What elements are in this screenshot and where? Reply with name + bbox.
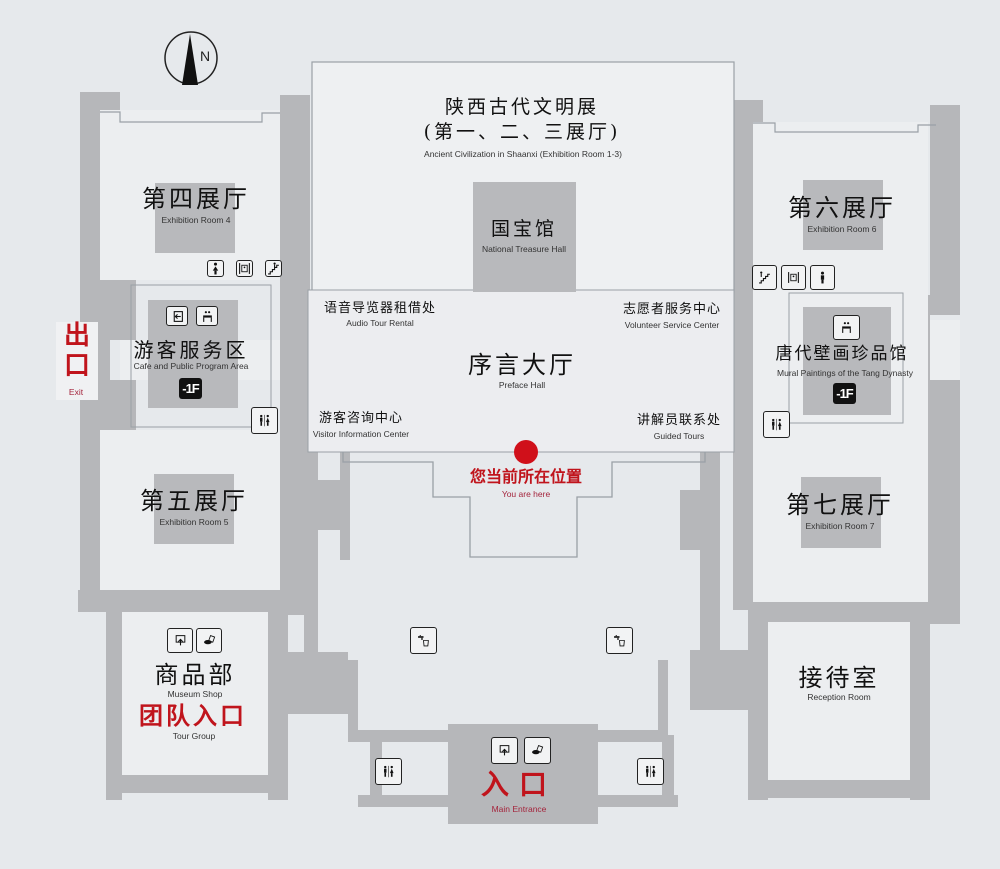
tour-group-en: Tour Group — [172, 731, 216, 741]
shop-en: Museum Shop — [167, 689, 223, 699]
floor-b1-badge: -1F — [179, 378, 202, 399]
drinking-water-icon — [606, 627, 633, 654]
exit-en: Exit — [68, 387, 84, 397]
stairs-icon — [752, 265, 777, 290]
visitor-info-en: Visitor Information Center — [312, 429, 410, 439]
lounge-seating-icon — [196, 306, 218, 326]
treasure-hall-en: National Treasure Hall — [481, 244, 567, 254]
reception-title[interactable]: 接待室 — [798, 664, 880, 692]
room4-title[interactable]: 第四展厅 — [142, 185, 250, 213]
elevator-icon — [236, 260, 253, 277]
you-are-here-en: You are here — [501, 489, 551, 499]
cafe-en: Cafe and Public Program Area — [133, 361, 249, 371]
room6-en: Exhibition Room 6 — [807, 224, 877, 234]
audio-tour-title[interactable]: 语音导览器租借处 — [323, 301, 437, 316]
compass-icon — [164, 31, 218, 85]
room6-title[interactable]: 第六展厅 — [788, 194, 896, 222]
stairs-icon — [265, 260, 282, 277]
mural-en: Mural Paintings of the Tang Dynasty — [777, 368, 913, 378]
elevator-icon — [781, 265, 806, 290]
drinking-water-icon — [410, 627, 437, 654]
main-entrance-title[interactable]: 入口 — [480, 768, 558, 801]
you-are-here-title: 您当前所在位置 — [469, 467, 583, 486]
exhibit-main-rooms: (第一、二、三展厅) — [423, 121, 621, 143]
volunteer-en: Volunteer Service Center — [624, 320, 720, 330]
restroom-icon — [375, 758, 402, 785]
mural-title[interactable]: 唐代壁画珍品馆 — [775, 344, 909, 364]
exhibit-main-en: Ancient Civilization in Shaanxi (Exhibit… — [424, 149, 622, 159]
main-entrance-en: Main Entrance — [491, 804, 547, 814]
exit-door-icon — [166, 306, 188, 326]
ticket-hand-icon — [196, 628, 222, 653]
cafe-title[interactable]: 游客服务区 — [133, 338, 249, 362]
exhibit-main-title[interactable]: 陕西古代文明展 — [444, 96, 600, 118]
room4-en: Exhibition Room 4 — [161, 215, 231, 225]
you-are-here-marker[interactable] — [514, 440, 538, 464]
tour-group-title[interactable]: 团队入口 — [139, 701, 247, 730]
lounge-seating-icon — [833, 315, 860, 340]
central-lower-walls — [348, 660, 678, 807]
restroom-icon — [637, 758, 664, 785]
shop-entrance-icon — [167, 628, 193, 653]
guided-tours-en: Guided Tours — [653, 431, 705, 441]
room7-en: Exhibition Room 7 — [805, 521, 875, 531]
reception-en: Reception Room — [807, 692, 871, 702]
restroom-female-icon — [207, 260, 224, 277]
restroom-icon — [251, 407, 278, 434]
audio-tour-en: Audio Tour Rental — [346, 318, 414, 328]
room5-en: Exhibition Room 5 — [159, 517, 229, 527]
exit-panel — [56, 322, 98, 400]
restroom-icon — [763, 411, 790, 438]
room5-title[interactable]: 第五展厅 — [140, 487, 248, 515]
ticket-hand-icon — [524, 737, 551, 764]
shop-title[interactable]: 商品部 — [154, 661, 236, 689]
visitor-info-title[interactable]: 游客咨询中心 — [318, 411, 404, 426]
restroom-male-icon — [810, 265, 835, 290]
exit-title[interactable]: 出口 — [63, 321, 90, 381]
treasure-hall-title[interactable]: 国宝馆 — [490, 218, 558, 240]
room7-title[interactable]: 第七展厅 — [786, 491, 894, 519]
compass-north-label: N — [199, 48, 211, 64]
entrance-icon — [491, 737, 518, 764]
preface-hall-title[interactable]: 序言大厅 — [468, 351, 576, 379]
guided-tours-title[interactable]: 讲解员联系处 — [636, 413, 722, 428]
preface-hall-en: Preface Hall — [498, 380, 546, 390]
volunteer-title[interactable]: 志愿者服务中心 — [622, 302, 722, 317]
floor-b1-badge: -1F — [833, 383, 856, 404]
